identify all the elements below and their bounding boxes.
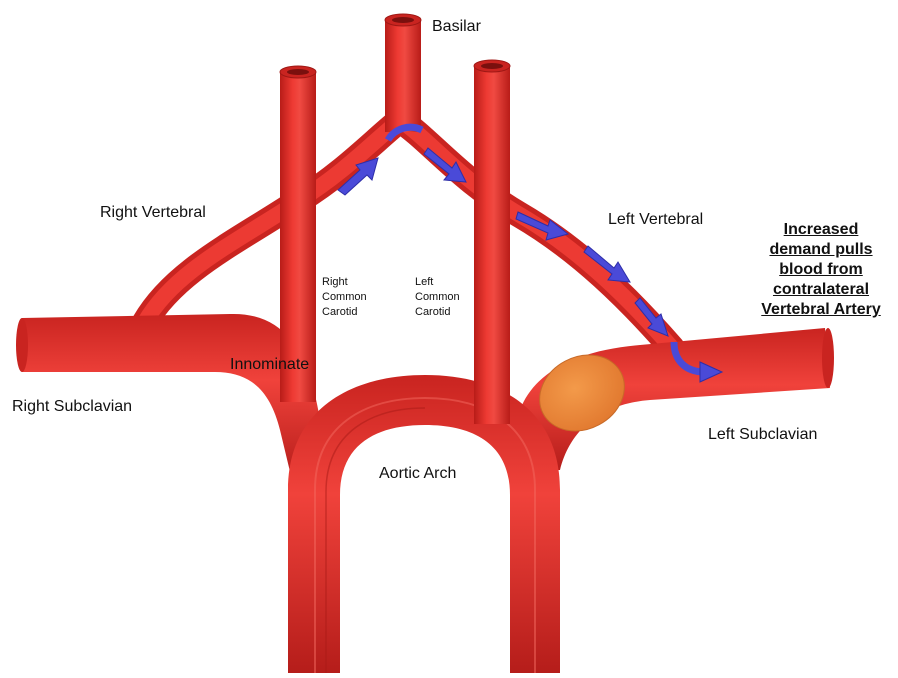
left-common-carotid-line: Common <box>415 290 460 305</box>
innominate-label: Innominate <box>230 356 309 374</box>
right-vertebral-label: Right Vertebral <box>100 204 206 222</box>
callout-line: Vertebral Artery <box>748 300 894 320</box>
right-common-carotid-line: Carotid <box>322 305 367 320</box>
left-subclavian-label: Left Subclavian <box>708 426 817 444</box>
basilar-label: Basilar <box>432 18 481 36</box>
left-common-carotid-line: Carotid <box>415 305 460 320</box>
left-common-carotid-artery <box>474 66 510 424</box>
right-common-carotid-line: Right <box>322 275 367 290</box>
right-common-carotid-line: Common <box>322 290 367 305</box>
aortic-arch <box>288 375 560 673</box>
left-subclavian-opening <box>822 328 834 388</box>
basilar-artery <box>385 20 421 132</box>
right-common-carotid-artery <box>280 72 316 402</box>
callout-line: demand pulls <box>748 240 894 260</box>
left-vertebral-label: Left Vertebral <box>608 211 703 229</box>
aortic-arch-label: Aortic Arch <box>379 465 456 483</box>
callout-line: Increased <box>748 220 894 240</box>
right-subclavian-label: Right Subclavian <box>12 398 132 416</box>
left-common-carotid-label: Left Common Carotid <box>415 275 460 320</box>
right-subclavian-opening <box>16 318 28 372</box>
callout-line: blood from <box>748 260 894 280</box>
left-common-carotid-line: Left <box>415 275 460 290</box>
right-common-carotid-label: Right Common Carotid <box>322 275 367 320</box>
flow-callout: Increased demand pulls blood from contra… <box>748 220 894 320</box>
callout-line: contralateral <box>748 280 894 300</box>
